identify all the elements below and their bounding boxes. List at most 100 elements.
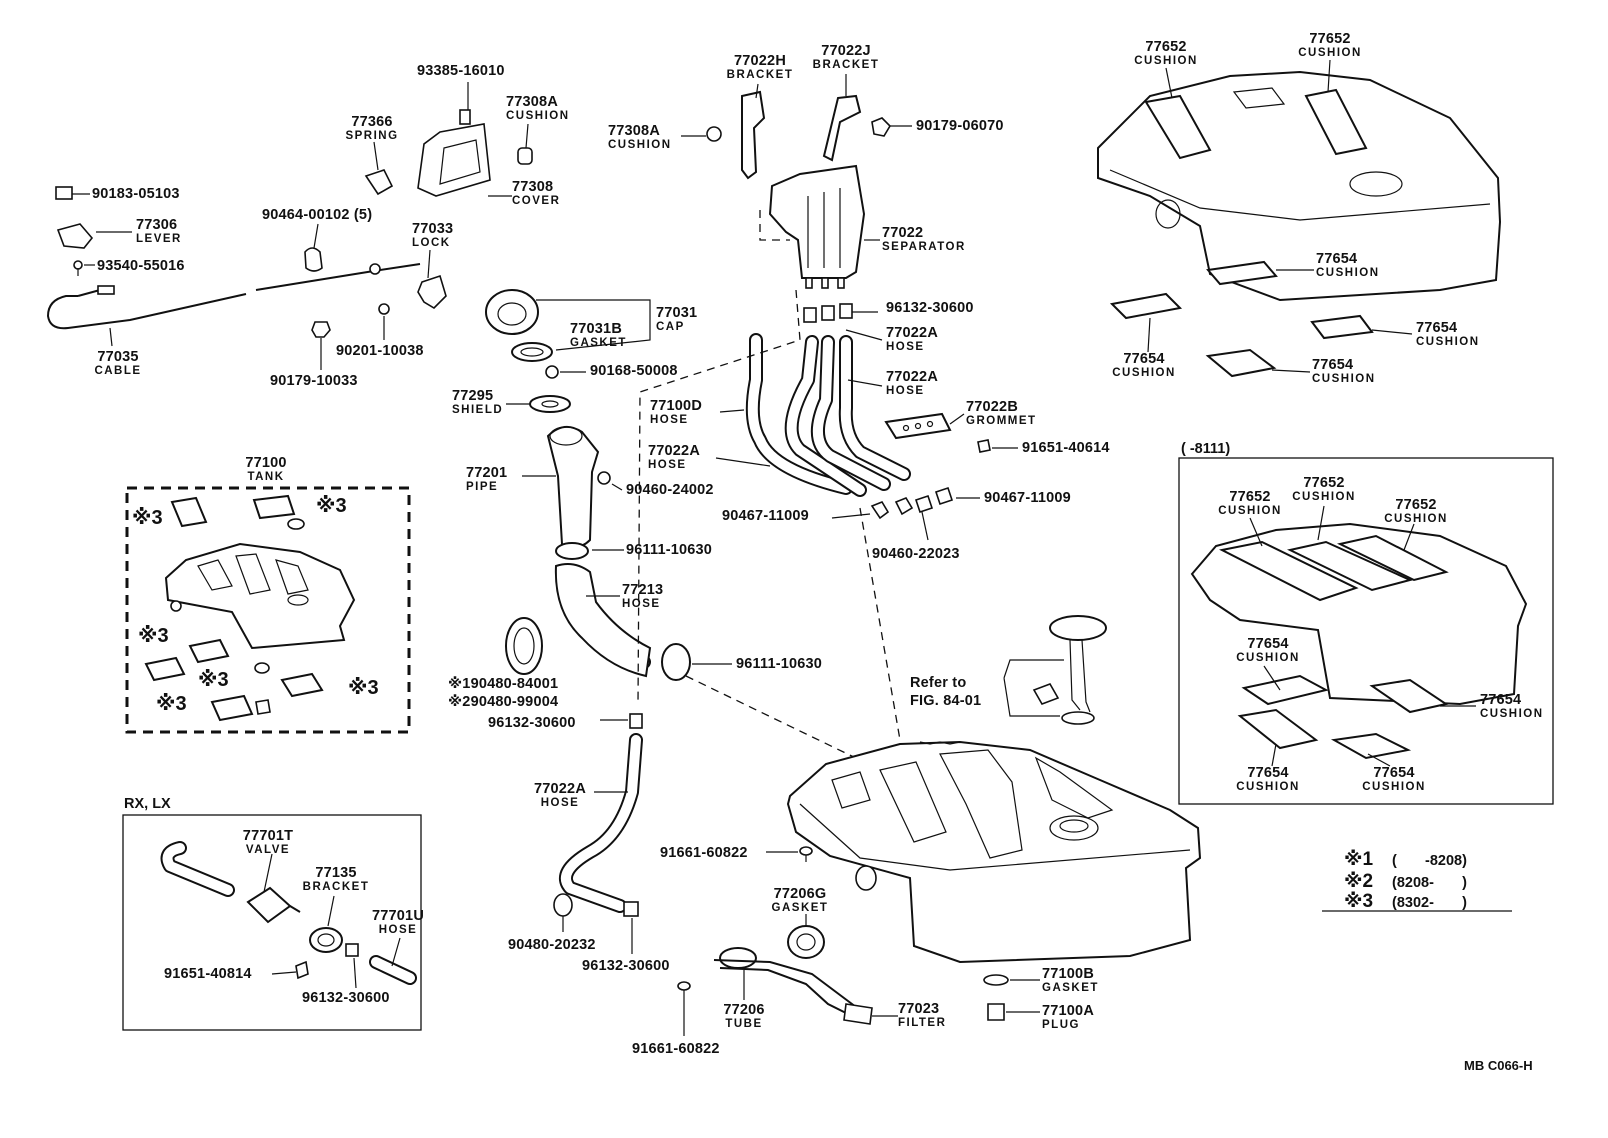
part-number: 77201 xyxy=(466,465,508,481)
valve-77701T-shape xyxy=(246,886,292,924)
part-number: 77308A xyxy=(608,123,660,139)
lock-cable-assembly xyxy=(46,109,533,338)
nut-90179-06070-shape xyxy=(871,117,892,137)
part-name: TUBE xyxy=(725,1017,763,1030)
mark-2: ※2 xyxy=(448,694,471,710)
part-name: CUSHION xyxy=(1236,651,1300,664)
upper-cushion-d xyxy=(1109,292,1183,320)
part-name: CUSHION xyxy=(1316,266,1380,279)
small-cushion-c xyxy=(144,656,186,682)
part-name: CUSHION xyxy=(1416,335,1480,348)
bracket-77135-shape xyxy=(309,927,343,953)
part-number: 77308A xyxy=(506,94,558,110)
part-name: CUSHION xyxy=(1134,54,1198,67)
legend-mark: ※3 xyxy=(1344,891,1374,912)
label-96132-30600-rx: 96132-30600 xyxy=(302,991,390,1006)
part-name: SHIELD xyxy=(452,403,504,416)
label-90480-20232: 90480-20232 xyxy=(508,938,596,953)
clamp-96132-top-shape xyxy=(803,307,817,323)
part-name: HOSE xyxy=(622,597,661,610)
gasket-77031B-shape xyxy=(511,342,553,362)
clip-90168-shape xyxy=(545,365,559,379)
part-name: CUSHION xyxy=(1362,780,1426,793)
part-name: FILTER xyxy=(898,1016,947,1029)
part-number: 77100 xyxy=(245,455,287,471)
clamp-96111-bot-shape xyxy=(661,643,691,681)
part-name: GASKET xyxy=(570,336,627,349)
part-name: CUSHION xyxy=(608,138,672,151)
plug-77100A-shape xyxy=(987,1003,1005,1021)
shield-77295-shape xyxy=(529,395,571,413)
bolt-91661-bot-shape xyxy=(677,981,691,991)
part-number: 77031 xyxy=(656,305,698,321)
label-90168-50008: 90168-50008 xyxy=(590,364,678,379)
part-name: CUSHION xyxy=(1236,780,1300,793)
part-number: 77022A xyxy=(534,781,586,797)
grommet-90480-shape xyxy=(505,617,543,675)
part-number: 77022A xyxy=(886,325,938,341)
variant-8111-border xyxy=(1178,457,1554,805)
bolt-91651-40814-shape xyxy=(295,960,309,980)
upper-cushion-c xyxy=(1206,260,1278,286)
rx-lx-box xyxy=(122,814,422,1031)
part-name: HOSE xyxy=(540,796,580,809)
part-number: 96111-10630 xyxy=(626,542,713,558)
part-name: CUSHION xyxy=(506,109,570,122)
part-name: SPRING xyxy=(345,129,399,142)
upper-cushion-f xyxy=(1205,348,1277,378)
part-number: 77035 xyxy=(97,349,139,365)
clamp-90460-22023-shape xyxy=(914,494,934,514)
lower-cushion-c xyxy=(1336,534,1449,582)
part-number: 90464-00102 (5) xyxy=(262,207,373,223)
part-name: CABLE xyxy=(94,364,142,377)
part-number: 77022B xyxy=(966,399,1018,415)
label-90201-10038: 90201-10038 xyxy=(336,344,424,359)
part-name: BRACKET xyxy=(812,58,880,71)
part-number: 77654 xyxy=(1247,636,1289,652)
refer-line-2: FIG. 84-01 xyxy=(910,692,982,709)
part-number: 90179-10033 xyxy=(270,373,358,389)
variant-8111-box xyxy=(1178,457,1554,805)
part-number: 90179-06070 xyxy=(916,118,1004,134)
small-cushion-a xyxy=(170,496,208,528)
mark-3-c: ※3 xyxy=(138,625,169,647)
label-93385-16010: 93385-16010 xyxy=(417,64,505,79)
part-name: LOCK xyxy=(412,236,451,249)
tube-flange-shape xyxy=(719,947,757,969)
label-90179-06070: 90179-06070 xyxy=(916,119,1004,134)
separator-assembly xyxy=(706,90,991,520)
reference-dashes xyxy=(637,210,901,761)
screw-93540-shape xyxy=(73,260,83,270)
part-number: 77033 xyxy=(412,221,454,237)
part-number: 93385-16010 xyxy=(417,63,505,79)
upper-cushion-a xyxy=(1144,94,1212,160)
part-number: 77213 xyxy=(622,582,664,598)
bolt-91661-top-shape xyxy=(799,846,813,856)
label-90467-11009-left: 90467-11009 xyxy=(722,509,809,524)
part-number: 96132-30600 xyxy=(488,715,576,731)
tube-filter-assembly xyxy=(677,846,1009,1025)
clip-90183-shape xyxy=(55,186,73,200)
part-number: 96132-30600 xyxy=(582,958,670,974)
part-number: 77022A xyxy=(886,369,938,385)
part-name: HOSE xyxy=(886,384,925,397)
clamp-90467-right-shape xyxy=(934,486,954,506)
part-number: 96111-10630 xyxy=(736,656,823,672)
part-number: 77654 xyxy=(1416,320,1458,336)
plug-90480-20232-shape xyxy=(553,893,573,917)
mark-3-d: ※3 xyxy=(198,669,229,691)
